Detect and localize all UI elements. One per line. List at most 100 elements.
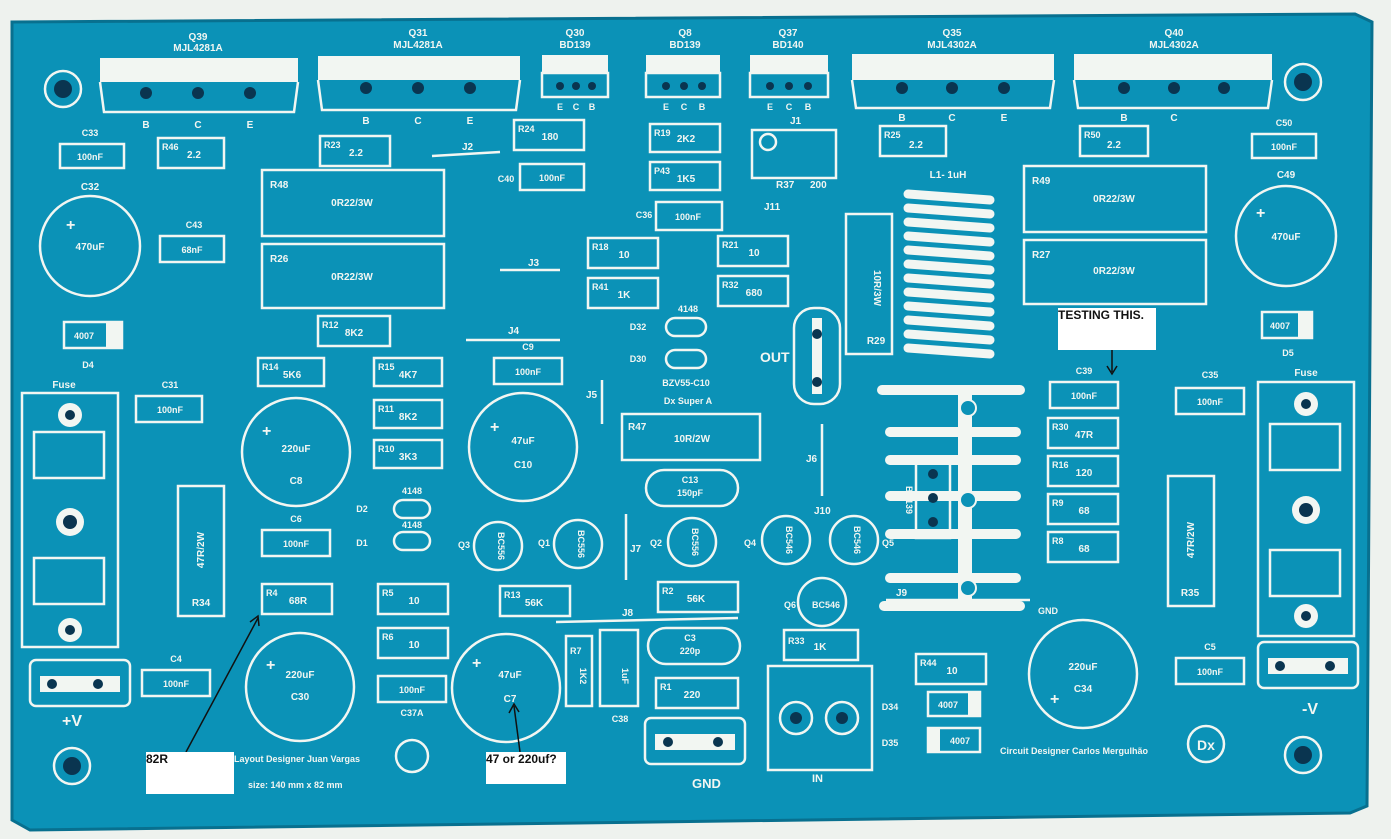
label-l1: L1- 1uH [930,170,967,181]
label-fuse-left: Fuse [52,380,76,391]
capacitor-c33: C33 100nF [58,128,126,170]
layout-designer: Layout Designer Juan Vargas [234,754,360,764]
jumper-j11: J11 [764,202,781,213]
part-q4: BC546 [784,526,794,554]
terminal-minus-v: -V [1256,640,1360,718]
val-r10: 3K3 [399,452,418,463]
val-r25: 2.2 [909,140,923,151]
capacitor-c5: C5 100nF [1174,642,1246,686]
resistor-r29: 10R/3W R29 [844,212,894,356]
jumper-j10: J10 [814,506,831,517]
ref-d2: D2 [356,504,368,514]
label-minus-v: -V [1302,701,1318,718]
resistor-r16: R16 120 [1046,454,1120,488]
ref-r47: R47 [628,422,647,433]
val-r2: 56K [687,594,706,605]
resistor-r46: R46 2.2 [156,136,226,170]
val-r48: 0R22/3W [331,198,373,209]
resistor-r19: R19 2K2 [648,122,722,154]
resistor-r32: R32 680 [716,274,790,308]
val-r21: 10 [748,248,760,259]
pin-b-q35: B [898,113,905,124]
val-r24: 180 [542,132,559,143]
capacitor-c4: C4 100nF [140,654,212,698]
ref-r1: R1 [660,682,672,692]
capacitor-c38: 1uF C38 [598,628,640,724]
pin-e-q37: E [767,102,773,112]
transistor-q31: Q31 MJL4281A B C E [316,28,522,127]
ref-q8: Q8 [678,28,692,39]
ref-d1: D1 [356,538,368,548]
val-c30: 220uF [286,670,315,681]
val-c13: 150pF [677,488,704,498]
val-r41: 1K [618,290,632,301]
part-q30: BD139 [559,40,591,51]
capacitor-c6: C6 100nF [260,514,332,558]
annotation-82r-text: 82R [146,752,169,766]
resistor-r50: R50 2.2 [1078,124,1150,158]
heatsink [877,385,1025,611]
power-resistors: R48 0R22/3W R26 0R22/3W R49 0R22/3W R27 … [176,164,1216,618]
ref-r41: R41 [592,282,609,292]
label-in: IN [812,773,823,785]
val-r8: 68 [1078,544,1090,555]
label-fuse-right: Fuse [1294,368,1318,379]
val-r47: 10R/2W [674,434,711,445]
val-r26: 0R22/3W [331,272,373,283]
transistor-q5: BC546 Q5 [828,514,894,566]
ref-c10: C10 [514,460,533,471]
val-r13: 56K [525,598,544,609]
val-c40: 100nF [539,173,566,183]
part-q3: BC556 [496,532,506,560]
ref-r6: R6 [382,632,394,642]
pin-c-q39: C [194,120,201,131]
pin-c-q8: C [681,102,688,112]
resistor-r13: R13 56K [498,584,572,618]
val-p43: 1K5 [677,174,696,185]
ref-r35: R35 [1181,588,1200,599]
top-transistor-row: Q39 MJL4281A B C E Q31 MJL4281A B C E Q3… [98,28,1274,131]
val-c37a: 100nF [399,685,426,695]
val-r30: 47R [1075,430,1094,441]
pin-e-q39: E [247,120,254,131]
val-c8: 220uF [282,444,311,455]
ref-c38: C38 [612,714,629,724]
ref-r34: R34 [192,598,211,609]
val-c43: 68nF [181,245,203,255]
diode-d34: 4007 D34 [882,690,982,718]
cap-c34: + 220uF C34 [1027,618,1139,730]
jumper-j7: J7 [630,544,642,555]
output-connector: OUT [760,306,842,406]
resistor-r30: R30 47R [1046,416,1120,450]
ref-d32: D32 [630,322,647,332]
terminal-gnd: GND [643,716,747,791]
val-r6: 10 [408,640,420,651]
val-r1: 220 [684,690,701,701]
ref-q5: Q5 [882,538,894,548]
val-c35: 100nF [1197,397,1224,407]
annotation-cap: 47 or 220uf? [486,752,566,784]
part-q39: MJL4281A [173,43,222,54]
resistor-r24: R24 180 [512,118,586,152]
resistor-r34: 47R/2W R34 [176,484,226,618]
ref-r5: R5 [382,588,394,598]
ref-c6: C6 [290,514,302,524]
ref-r14: R14 [262,362,279,372]
ref-r4: R4 [266,588,278,598]
resistor-r12: R12 8K2 [316,314,392,348]
val-r14: 5K6 [283,370,302,381]
transistor-q1: BC556 Q1 [538,518,604,570]
pin-c-q35: C [948,113,955,124]
capacitor-c37a: 100nF C37A [376,674,448,718]
val-r18: 10 [618,250,630,261]
ref-q2: Q2 [650,538,662,548]
cap-c49: C49 + 470uF [1234,170,1338,288]
ref-r13: R13 [504,590,521,600]
ref-c36: C36 [636,210,653,220]
ref-q4: Q4 [744,538,756,548]
ref-c31: C31 [162,380,179,390]
ref-d5: D5 [1282,348,1294,358]
ref-c50: C50 [1276,118,1293,128]
ref-r21: R21 [722,240,739,250]
